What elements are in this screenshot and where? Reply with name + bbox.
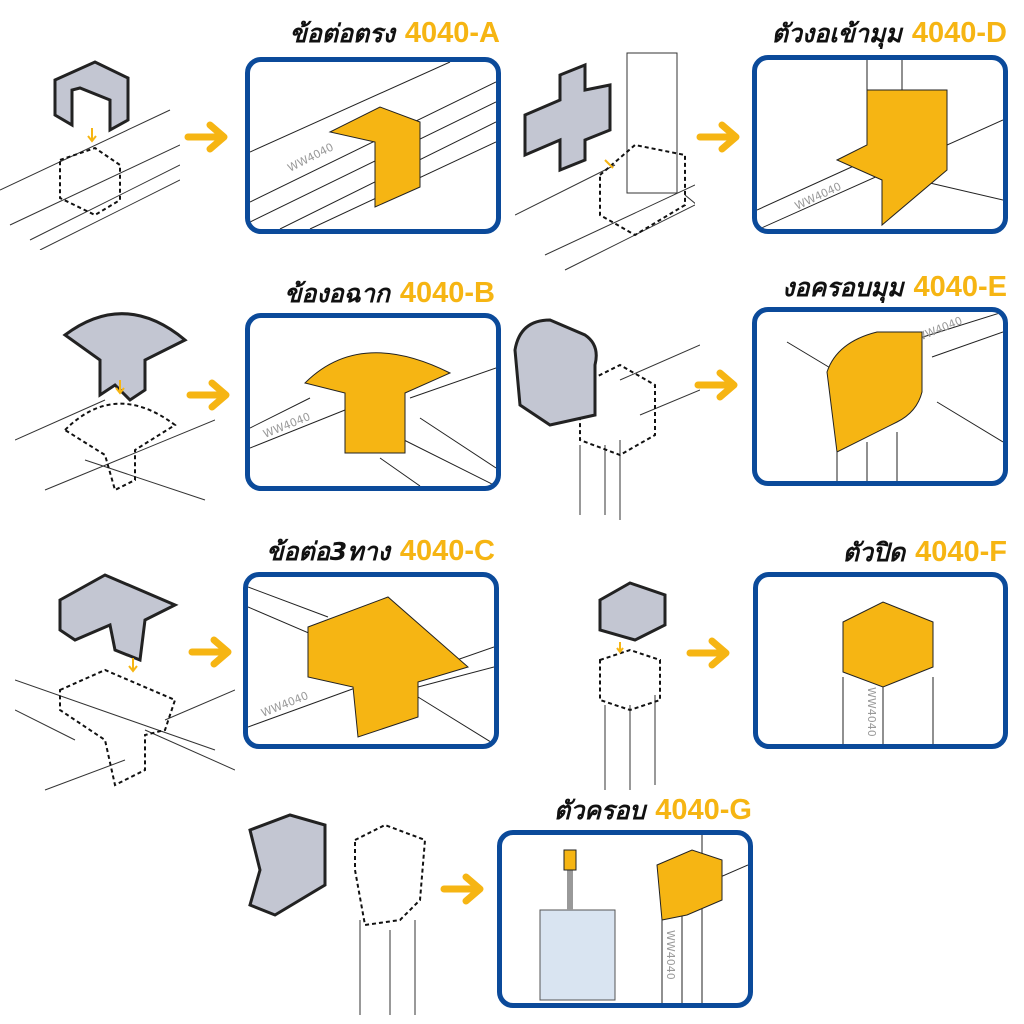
product-code: 4040-F	[915, 536, 1007, 568]
illustration-flat-elbow	[15, 300, 215, 510]
title-4040-e: งอครอบมุม 4040-E	[700, 270, 1007, 305]
arrow-right-icon	[440, 873, 484, 905]
name-th: ข้องอฉาก	[284, 279, 390, 308]
panel-4040-d: WW4040	[752, 55, 1008, 234]
panel-4040-f: WW4040	[753, 572, 1008, 749]
product-code: 4040-E	[913, 271, 1007, 303]
duct-label: WW4040	[261, 410, 312, 441]
panel-4040-e: WW4040	[752, 307, 1008, 486]
duct-label: WW4040	[865, 687, 878, 737]
illustration-inside-corner	[515, 45, 695, 275]
name-th: ข้อต่อ3ทาง	[266, 537, 390, 566]
name-th: ตัวครอบ	[553, 796, 646, 825]
name-th: ข้อต่อตรง	[289, 19, 395, 48]
arrow-right-icon	[186, 379, 230, 411]
product-code: 4040-C	[399, 535, 495, 567]
product-code: 4040-D	[911, 17, 1007, 49]
panel-4040-a: WW4040	[245, 57, 501, 234]
panel-4040-b: WW4040	[245, 313, 501, 491]
title-4040-f: ตัวปิด 4040-F	[760, 535, 1007, 570]
arrow-right-icon	[184, 121, 228, 153]
illustration-cover	[240, 810, 440, 1020]
panel-4040-c: WW4040	[243, 572, 499, 749]
name-th: ตัวงอเข้ามุม	[771, 19, 902, 48]
illustration-end-cap	[590, 575, 680, 790]
title-4040-a: ข้อต่อตรง 4040-A	[250, 16, 500, 51]
illustration-tee-joint	[15, 560, 235, 800]
arrow-right-icon	[696, 121, 740, 153]
panel-4040-g: WW4040	[497, 830, 753, 1008]
product-code: 4040-A	[404, 17, 500, 49]
arrow-right-icon	[188, 636, 232, 668]
duct-label: WW4040	[793, 180, 844, 213]
illustration-straight-joint	[0, 50, 180, 250]
title-4040-g: ตัวครอบ 4040-G	[500, 793, 752, 828]
arrow-right-icon	[686, 637, 730, 669]
duct-label: WW4040	[285, 141, 335, 175]
name-th: งอครอบมุม	[782, 273, 904, 302]
title-4040-d: ตัวงอเข้ามุม 4040-D	[700, 16, 1007, 51]
arrow-right-icon	[694, 369, 738, 401]
duct-label: WW4040	[664, 930, 677, 980]
title-4040-c: ข้อต่อ3ทาง 4040-C	[240, 534, 495, 569]
product-code: 4040-B	[399, 277, 495, 309]
name-th: ตัวปิด	[842, 538, 906, 567]
duct-label: WW4040	[259, 689, 310, 720]
illustration-outside-corner	[510, 305, 700, 520]
title-4040-b: ข้องอฉาก 4040-B	[250, 276, 495, 311]
product-code: 4040-G	[655, 794, 752, 826]
